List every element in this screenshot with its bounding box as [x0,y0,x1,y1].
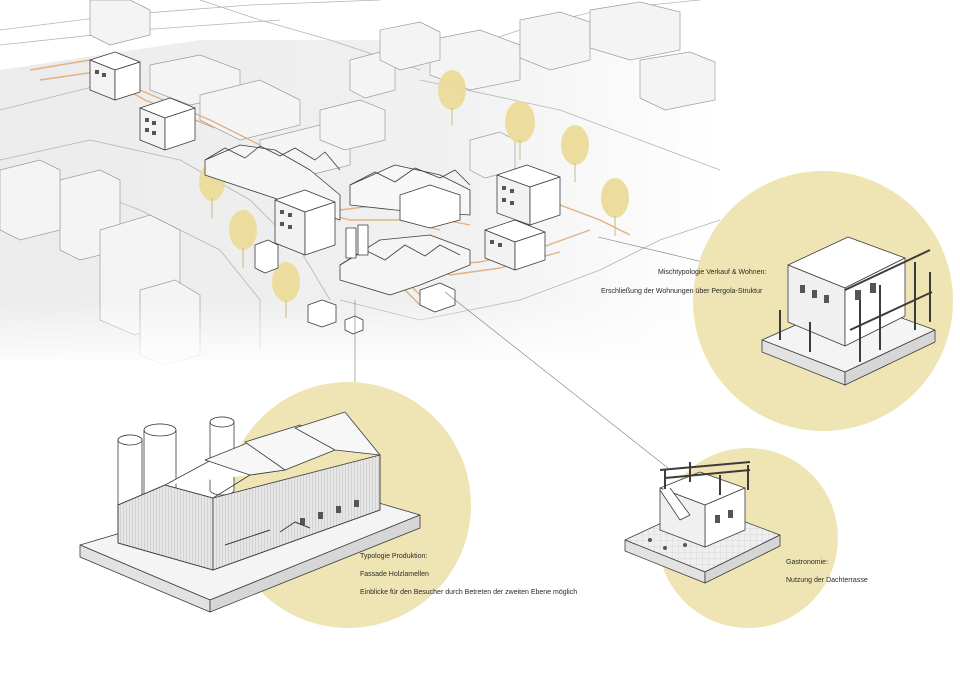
trees [199,70,629,318]
mixed-use-description: Erschließung der Wohnungen über Pergola-… [601,288,763,295]
mixed-use-title: Mischtypologie Verkauf & Wohnen: [658,269,767,276]
production-title: Typologie Produktion: [360,553,428,560]
production-visitor-note: Einblicke für den Besucher durch Betrete… [360,589,578,596]
detail-mixed-use [761,236,936,386]
gastronomy-description: Nutzung der Dachterrasse [786,577,868,584]
gastronomy-title: Gastronomie: [786,559,829,566]
detail-gastronomy [624,461,781,584]
detail-production [79,411,421,613]
production-facade: Fassade Holzlamellen [360,571,429,578]
masterplan-buildings [29,51,631,335]
